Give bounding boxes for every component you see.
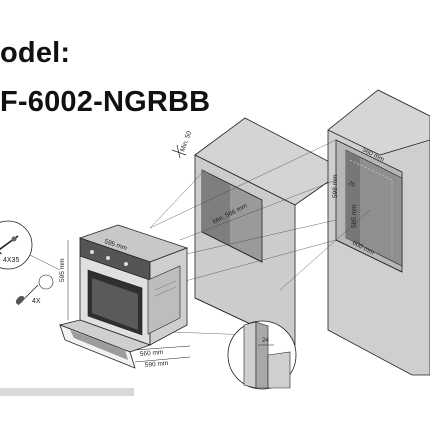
- gap-detail: [227, 320, 297, 390]
- oven-height-label: 595 mm: [59, 259, 66, 282]
- screw-size-label: 4X35: [3, 257, 19, 264]
- projection-lines: [119, 139, 371, 336]
- screwdriver-icon: [15, 274, 54, 306]
- cabinet-min-height-label: Min. 50: [179, 130, 193, 153]
- gap-detail-label: 24: [262, 338, 269, 344]
- oven-width-front-label: 560 mm: [140, 349, 164, 358]
- oven: [58, 224, 189, 369]
- screw-quantity-label: 4X: [32, 298, 41, 305]
- model-code: F-6002-NGRBB: [0, 86, 211, 118]
- model-label: odel:: [0, 37, 71, 69]
- niche-height-alt-label: 585 mm: [351, 205, 358, 228]
- right-cabinet: [327, 89, 430, 376]
- screw-detail: [0, 220, 61, 271]
- oven-width-back-label: 590 mm: [145, 360, 169, 369]
- left-cabinet: [171, 117, 346, 346]
- bottom-strip: [0, 388, 134, 396]
- oven-dimension-lines: [67, 240, 191, 363]
- niche-height-label: 598 mm: [332, 175, 339, 198]
- niche-side-label: 25: [347, 180, 356, 189]
